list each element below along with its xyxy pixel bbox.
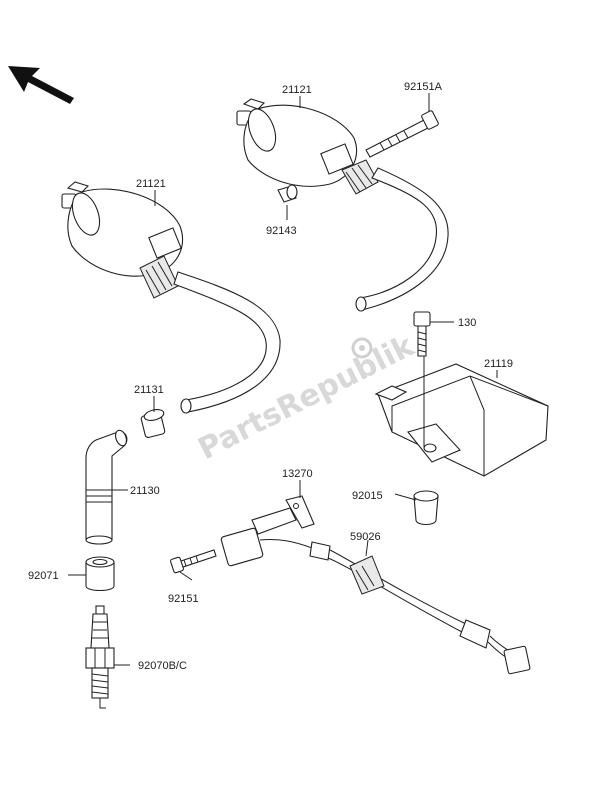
leader-lines <box>68 93 498 666</box>
bush-92015 <box>413 490 439 526</box>
label-clamp: 59026 <box>350 531 381 543</box>
label-coil-top: 21121 <box>282 84 312 96</box>
label-plug: 92070B/C <box>138 660 187 672</box>
gear-logo-icon <box>351 337 373 359</box>
label-sensor-screw: 92151 <box>168 593 199 605</box>
label-cap: 21131 <box>134 384 164 396</box>
label-boot: 21130 <box>130 485 160 497</box>
label-sleeve: 92071 <box>28 570 59 582</box>
spark-plug-92070 <box>85 605 115 709</box>
label-bush: 92015 <box>352 490 383 502</box>
bolt-130 <box>413 311 431 357</box>
cap-21131 <box>140 409 166 439</box>
label-bolt-right: 130 <box>458 317 476 329</box>
label-washer-top: 92143 <box>266 225 297 237</box>
bracket-13270 <box>251 495 315 535</box>
ignition-coil-top <box>236 98 449 312</box>
ignition-coil-left <box>61 181 281 414</box>
label-igniter: 21119 <box>484 358 513 370</box>
label-bolt-top: 92151A <box>404 81 443 93</box>
label-coil-left: 21121 <box>136 178 166 190</box>
label-bracket: 13270 <box>282 468 313 480</box>
bolt-92151a <box>365 110 439 158</box>
igniter-21119 <box>374 363 549 477</box>
pickup-sensor-assembly <box>220 527 531 675</box>
washer-92143 <box>277 184 298 203</box>
sleeve-92071 <box>85 556 115 592</box>
direction-arrow-icon <box>8 66 74 104</box>
boot-21130 <box>85 429 128 545</box>
screw-92151 <box>170 549 217 574</box>
